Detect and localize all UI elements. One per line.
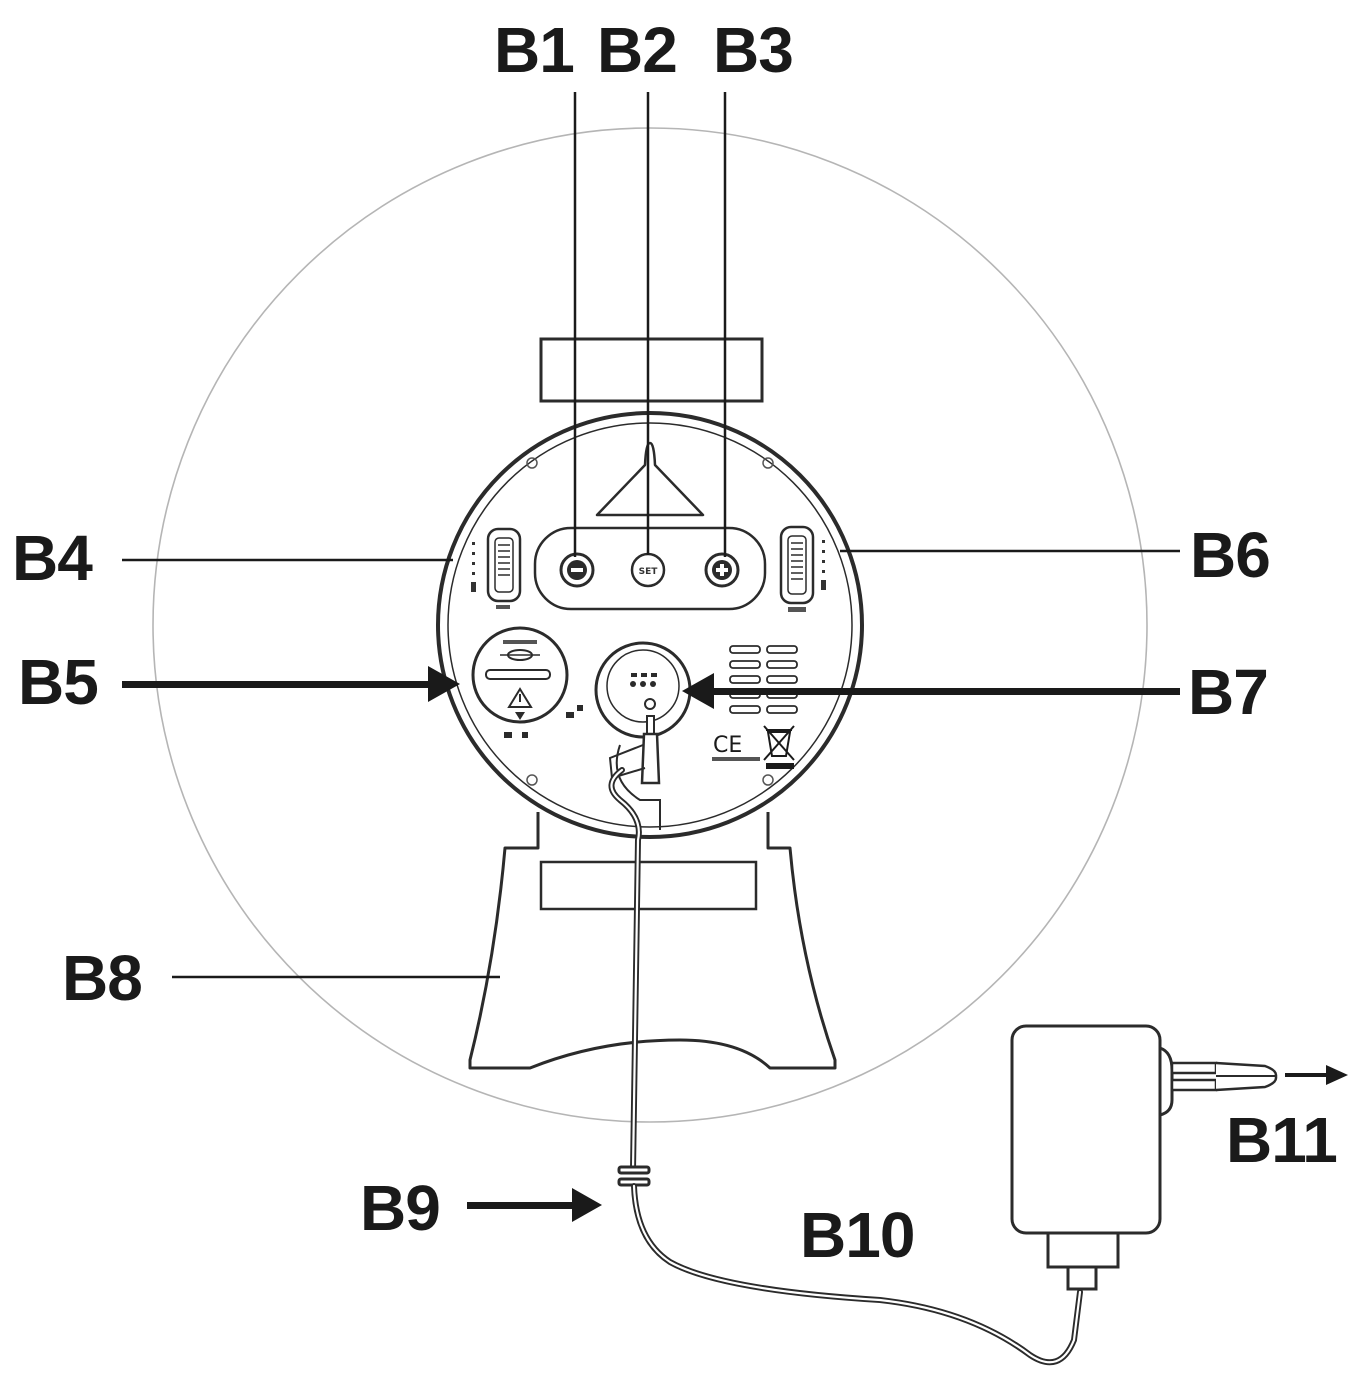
dc-socket bbox=[594, 641, 692, 739]
screw-icon bbox=[526, 774, 538, 786]
set-button[interactable]: SET bbox=[630, 552, 666, 588]
leader-lines bbox=[122, 92, 1180, 979]
slider-tick-marks bbox=[471, 542, 476, 592]
rear-housing bbox=[436, 411, 864, 839]
label-b6: B6 bbox=[1190, 519, 1270, 591]
plug-pin-upper bbox=[1170, 1061, 1218, 1075]
minus-icon bbox=[571, 568, 583, 572]
arrow-b7 bbox=[682, 673, 1180, 709]
arrow-b11 bbox=[1285, 1065, 1348, 1085]
set-button-label: SET bbox=[639, 567, 659, 577]
dc-plug bbox=[608, 715, 661, 830]
label-b10: B10 bbox=[800, 1199, 914, 1271]
minus-button[interactable] bbox=[559, 552, 595, 588]
label-b3: B3 bbox=[713, 14, 793, 86]
plug-pin-lower bbox=[1170, 1078, 1218, 1092]
weee-bin-icon bbox=[763, 725, 795, 769]
power-adapter bbox=[1010, 1024, 1278, 1291]
ce-mark: CE bbox=[713, 733, 742, 758]
label-b8: B8 bbox=[62, 942, 142, 1014]
right-slider-switch[interactable] bbox=[779, 525, 826, 612]
top-bracket bbox=[539, 337, 764, 403]
arrow-b9 bbox=[467, 1188, 602, 1222]
label-b4: B4 bbox=[12, 522, 93, 594]
button-panel bbox=[533, 526, 767, 611]
ce-fineprint bbox=[712, 757, 760, 761]
screw-icon bbox=[526, 457, 538, 469]
label-b2: B2 bbox=[597, 14, 677, 86]
plus-button[interactable] bbox=[704, 552, 740, 588]
label-b7: B7 bbox=[1188, 656, 1268, 728]
unlock-icon bbox=[566, 705, 583, 718]
rear-housing-inner-ring bbox=[447, 422, 853, 828]
cable-clip bbox=[617, 1165, 651, 1187]
stand-base bbox=[468, 812, 837, 1070]
plus-icon-v bbox=[720, 564, 724, 576]
warning-icon bbox=[507, 687, 533, 708]
left-slider-switch[interactable] bbox=[471, 527, 522, 609]
battery-compartment[interactable] bbox=[471, 626, 569, 724]
label-b5: B5 bbox=[18, 646, 98, 718]
stand-label-plate bbox=[539, 860, 758, 911]
screw-icon bbox=[762, 774, 774, 786]
screw-icon bbox=[762, 457, 774, 469]
arrows bbox=[122, 666, 1348, 1222]
label-b11: B11 bbox=[1226, 1104, 1337, 1176]
label-b9: B9 bbox=[360, 1172, 440, 1244]
arrow-b5 bbox=[122, 666, 460, 702]
socket-hole bbox=[644, 698, 656, 710]
label-b1: B1 bbox=[494, 14, 574, 86]
lock-icon bbox=[504, 732, 528, 738]
slider-tick-marks bbox=[821, 540, 826, 590]
housing-screws bbox=[526, 457, 774, 786]
light-disc-outline bbox=[152, 127, 1148, 1123]
